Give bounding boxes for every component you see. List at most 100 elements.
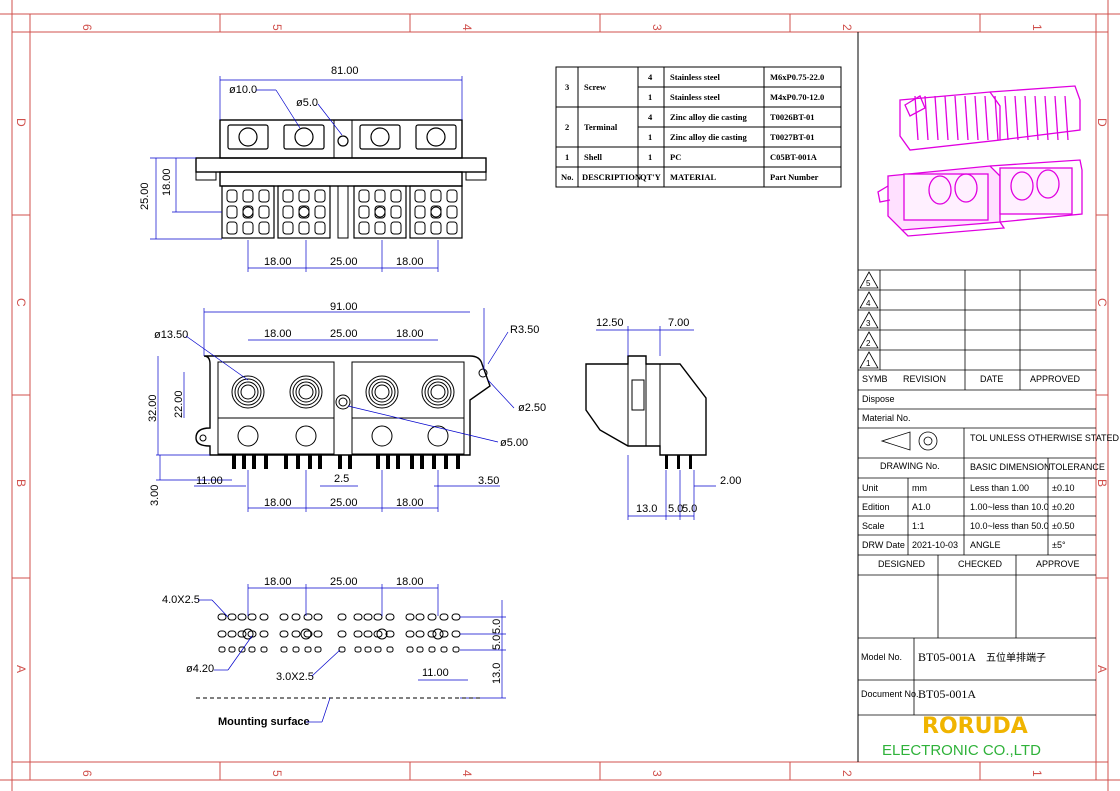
bom-qty-5: 1: [648, 152, 652, 162]
zone-right-d: D: [1095, 118, 1109, 127]
bom-part-3: T0026BT-01: [770, 112, 815, 122]
front-p2-dim: 25.00: [330, 328, 358, 340]
front-d3-dim: ø5.00: [500, 437, 528, 449]
company-logo-sub: ELECTRONIC CO.,LTD: [882, 742, 1041, 759]
bom-qty-4: 1: [648, 132, 652, 142]
basic-dim-label: BASIC DIMENSION: [970, 462, 1051, 472]
tb-unit-val: mm: [912, 483, 927, 493]
bill-of-materials: 3 Screw 4 Stainless steel M6xP0.75-22.0 …: [555, 66, 842, 188]
bom-header-qty: QT'Y: [640, 172, 661, 182]
bom-part-1: M6xP0.75-22.0: [770, 72, 824, 82]
bom-header-part: Part Number: [770, 172, 819, 182]
bom-no-1: 1: [565, 152, 569, 162]
bom-mat-3: Zinc alloy die casting: [670, 112, 747, 122]
fp-slot-dim: 4.0X2.5: [162, 594, 200, 606]
tb-edition-tol: ±0.20: [1052, 502, 1074, 512]
tb-date-val: 2021-10-03: [912, 540, 958, 550]
model-no-label: Model No.: [861, 652, 902, 662]
revision-triangle-icon: [859, 311, 879, 329]
revision-triangle-icon: [859, 291, 879, 309]
tb-edition-key: Edition: [862, 502, 890, 512]
fp-v1-dim: 5.0: [491, 619, 503, 634]
bom-qty-3: 4: [648, 112, 653, 122]
revision-number: 1: [866, 359, 871, 368]
bom-part-5: C05BT-001A: [770, 152, 818, 162]
pcb-footprint: 18.00 25.00 18.00 4.0X2.5 ø4.20 3.0X2.5 …: [162, 576, 506, 728]
bom-qty-1: 4: [648, 72, 653, 82]
side-b2-dim: 5.0: [668, 503, 683, 515]
zone-left-c: C: [14, 298, 28, 307]
front-d2-dim: ø2.50: [518, 402, 546, 414]
top-overall-dim: 81.00: [331, 65, 359, 77]
side-b3-dim: 5.0: [682, 503, 697, 515]
revision-number: 3: [866, 319, 871, 328]
zone-top-6: 6: [80, 24, 94, 31]
fp-slot2-dim: 3.0X2.5: [276, 671, 314, 683]
tolerance-label: TOLERANCE: [1050, 462, 1105, 472]
bom-qty-2: 1: [648, 92, 652, 102]
company-logo-name: RORUDA: [922, 714, 1028, 739]
drawing-no-label: DRAWING No.: [880, 461, 940, 471]
zone-bot-5: 5: [270, 770, 284, 777]
revision-triangle-icon: [859, 271, 879, 289]
revision-triangle-icon: [859, 331, 879, 349]
approved-label: APPROVED: [1030, 374, 1081, 384]
tb-edition-val: A1.0: [912, 502, 931, 512]
tb-scale-tol: ±0.50: [1052, 521, 1074, 531]
front-h3-dim: 3.00: [149, 485, 161, 506]
zone-bot-1: 1: [1030, 770, 1044, 777]
document-no-value: BT05-001A: [918, 687, 976, 701]
zone-bot-3: 3: [650, 770, 664, 777]
front-overall-dim: 91.00: [330, 301, 358, 313]
zone-right-a: A: [1095, 665, 1109, 673]
bom-part-4: T0027BT-01: [770, 132, 815, 142]
top-h2-dim: 18.00: [161, 168, 173, 196]
zone-bot-6: 6: [80, 770, 94, 777]
bom-header-desc: DESCRIPTION: [582, 172, 642, 182]
projection-symbol-icon: [880, 431, 938, 451]
tb-scale-val: 1:1: [912, 521, 925, 531]
side-w1-dim: 12.50: [596, 317, 624, 329]
bom-header-no: No.: [561, 172, 574, 182]
fp-p3-dim: 18.00: [396, 576, 424, 588]
front-pin3-dim: 3.50: [478, 475, 499, 487]
revision-number: 2: [866, 339, 871, 348]
side-pin-dim: 2.00: [720, 475, 741, 487]
top-hole-small-dim: ø5.0: [296, 97, 318, 109]
revision-number: 4: [866, 299, 871, 308]
front-b2-dim: 25.00: [330, 497, 358, 509]
front-h2-dim: 22.00: [173, 390, 185, 418]
fp-p2-dim: 25.00: [330, 576, 358, 588]
front-p1-dim: 18.00: [264, 328, 292, 340]
fp-v3-dim: 13.0: [491, 663, 503, 684]
checked-label: CHECKED: [958, 559, 1003, 569]
front-view: 91.00 18.00 25.00 18.00 ø13.50 R3.50 ø2.…: [147, 301, 546, 512]
zone-left-b: B: [14, 479, 28, 487]
tb-date-key: DRW Date: [862, 540, 905, 550]
side-w2-dim: 7.00: [668, 317, 689, 329]
top-h1-dim: 25.00: [139, 182, 151, 210]
model-no-value: BT05-001A: [918, 650, 976, 664]
model-cn-name: 五位单排端子: [986, 651, 1046, 664]
tb-date-tol: ±5°: [1052, 540, 1066, 550]
zone-right-b: B: [1095, 479, 1109, 487]
top-hole-big-dim: ø10.0: [229, 84, 257, 96]
side-view: 12.50 7.00 13.0 5.0 5.0 2.00: [585, 317, 741, 520]
bom-desc-screw: Screw: [584, 82, 607, 92]
zone-top-4: 4: [460, 24, 474, 31]
front-d1-dim: ø13.50: [154, 329, 188, 341]
approve-label: APPROVE: [1036, 559, 1080, 569]
symb-label: SYMB: [862, 374, 888, 384]
revision-label: REVISION: [903, 374, 946, 384]
zone-bot-4: 4: [460, 770, 474, 777]
mounting-surface-label: Mounting surface: [218, 716, 310, 728]
isometric-render: [877, 85, 1083, 237]
tb-date-range: ANGLE: [970, 540, 1001, 550]
zone-labels: 6 5 4 3 2 1 6 5 4 3 2 1 D C B A D C B A: [14, 24, 1109, 777]
revision-triangle-icon: [859, 351, 879, 369]
bom-no-2: 2: [565, 122, 569, 132]
top-p1-dim: 18.00: [264, 256, 292, 268]
fp-pitch-dim: 11.00: [422, 667, 449, 679]
